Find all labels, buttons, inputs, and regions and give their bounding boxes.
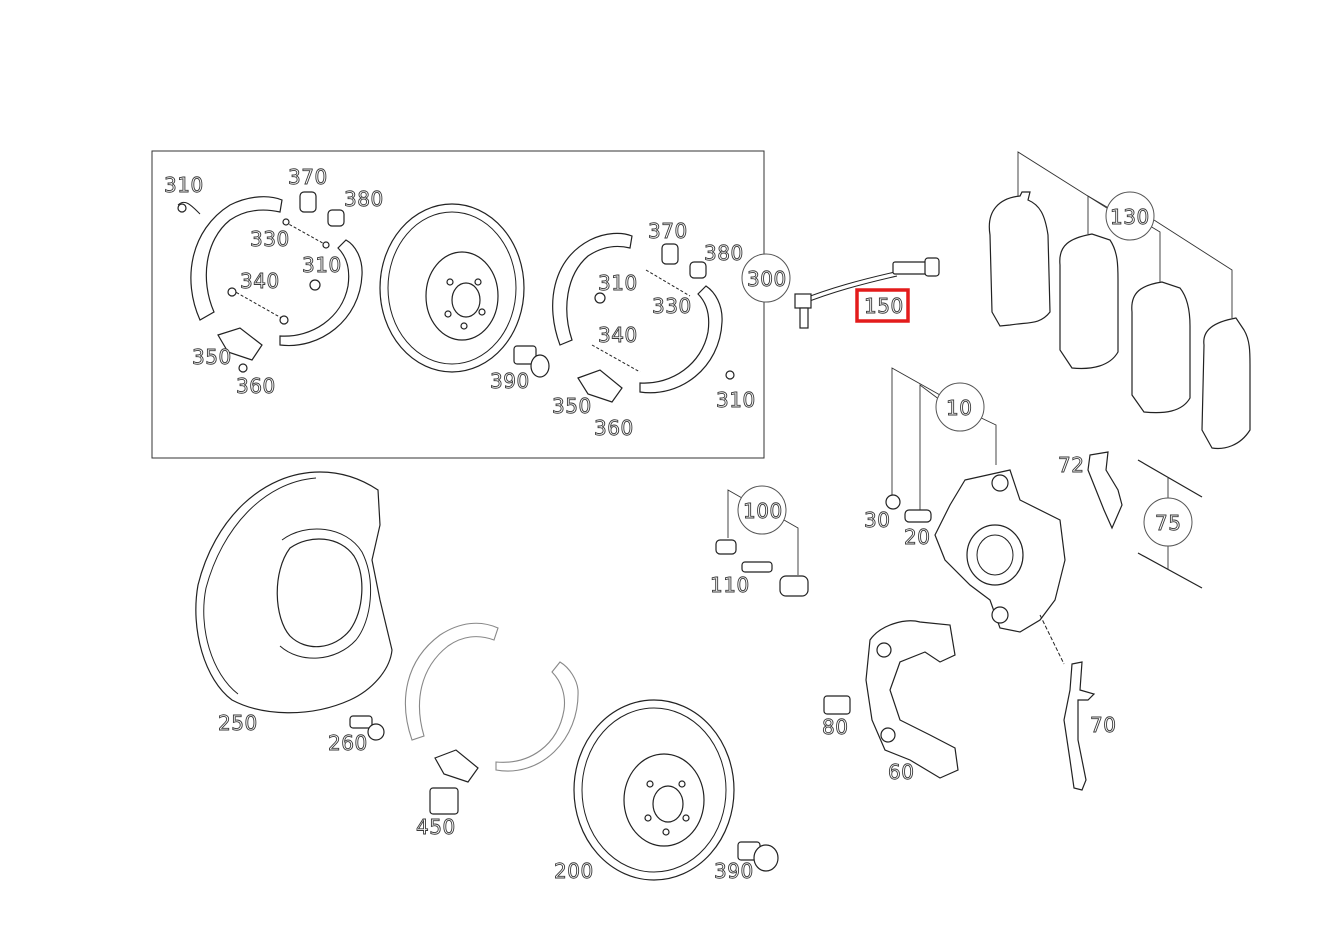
clip-310-right-low	[725, 370, 735, 380]
label-200: 200	[554, 859, 594, 883]
leader-lines-130	[1017, 151, 1233, 318]
wear-sensor-150[interactable]	[794, 257, 940, 329]
callout-130	[1105, 191, 1155, 241]
bolt-260[interactable]	[349, 715, 385, 741]
label-30: 30	[864, 508, 890, 532]
lever-350-right	[577, 369, 623, 403]
label-75: 75	[1155, 511, 1181, 535]
parking-brake-shoe-right[interactable]	[552, 232, 723, 394]
spring-340-right	[591, 344, 641, 373]
label-70: 70	[1090, 713, 1116, 737]
label-310: 310	[598, 271, 638, 295]
label-370: 370	[648, 219, 688, 243]
label-390: 390	[714, 859, 754, 883]
brake-disc-200[interactable]	[573, 699, 735, 881]
cap-380-left	[327, 209, 345, 227]
leader-lines-10	[891, 367, 997, 510]
brake-pads-130[interactable]	[988, 191, 1251, 450]
guide-bolt-kit-100[interactable]	[715, 539, 809, 597]
caliper-carrier-60[interactable]	[865, 620, 959, 779]
bolt-80[interactable]	[823, 695, 851, 715]
label-450: 450	[416, 815, 456, 839]
guide-pins-75[interactable]	[1137, 459, 1203, 589]
label-72: 72	[1058, 453, 1084, 477]
label-380: 380	[704, 241, 744, 265]
brake-back-plate-250[interactable]	[195, 471, 393, 714]
cap-380-right	[689, 261, 707, 279]
leader-lines-100	[727, 489, 799, 575]
label-350: 350	[552, 394, 592, 418]
pin-310-left-mid	[309, 279, 321, 291]
label-340: 340	[598, 323, 638, 347]
label-100: 100	[743, 499, 783, 523]
pin-310-right	[594, 292, 606, 304]
callout-300	[741, 253, 791, 303]
label-300: 300	[747, 267, 787, 291]
label-310: 310	[302, 253, 342, 277]
label-350: 350	[192, 345, 232, 369]
lever-450[interactable]	[429, 787, 459, 815]
label-250: 250	[218, 711, 258, 735]
spring-330-left	[282, 218, 330, 249]
label-130: 130	[1110, 205, 1150, 229]
label-80: 80	[822, 715, 848, 739]
parking-brake-shoes-lower	[404, 622, 579, 772]
label-10: 10	[946, 396, 972, 420]
label-110: 110	[710, 573, 750, 597]
spring-340-left	[227, 287, 289, 325]
label-260: 260	[328, 731, 368, 755]
callout-75	[1143, 497, 1193, 547]
spring-330-right	[645, 269, 691, 297]
label-360: 360	[236, 374, 276, 398]
bleeder-screw-20[interactable]	[904, 509, 932, 523]
label-310: 310	[164, 173, 204, 197]
label-330: 330	[652, 294, 692, 318]
brake-drum-rotor-kit[interactable]	[379, 203, 525, 373]
adjuster-370-left	[299, 191, 317, 213]
label-150: 150	[864, 294, 904, 318]
label-370: 370	[288, 165, 328, 189]
label-390: 390	[490, 369, 530, 393]
label-340: 340	[240, 269, 280, 293]
lever-lower	[434, 749, 479, 783]
highlight-box-150	[855, 288, 910, 323]
bolt-390-kit	[513, 345, 550, 378]
parking-brake-shoe-left[interactable]	[190, 196, 363, 347]
adjuster-370-right	[661, 243, 679, 265]
label-310: 310	[716, 388, 756, 412]
lever-350-left	[217, 327, 263, 373]
callout-100	[737, 485, 787, 535]
anti-rattle-spring-72[interactable]	[1087, 451, 1123, 530]
label-60: 60	[888, 760, 914, 784]
bolt-390[interactable]	[737, 841, 779, 872]
spring-clip-70[interactable]	[1039, 614, 1096, 791]
parking-brake-kit-frame	[151, 150, 765, 459]
bleeder-cap-30[interactable]	[885, 494, 901, 510]
callout-10	[935, 382, 985, 432]
label-20: 20	[904, 525, 930, 549]
label-360: 360	[594, 416, 634, 440]
clip-310-left	[177, 201, 201, 215]
label-330: 330	[250, 227, 290, 251]
brake-caliper-10[interactable]	[934, 469, 1066, 633]
label-380: 380	[344, 187, 384, 211]
